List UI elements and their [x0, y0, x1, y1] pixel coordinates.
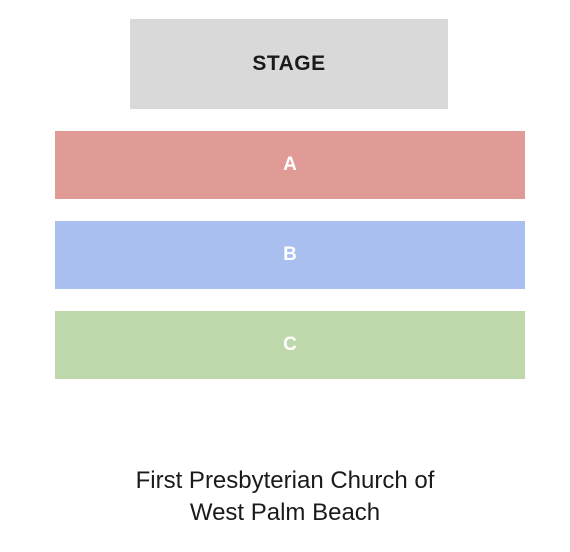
section-a[interactable]: A [55, 131, 525, 199]
section-a-label: A [283, 154, 297, 175]
stage-label: STAGE [252, 52, 326, 75]
venue-name-line-1: First Presbyterian Church of [135, 467, 435, 494]
venue-name-line-2: West Palm Beach [189, 499, 381, 526]
section-c[interactable]: C [55, 311, 525, 379]
venue-name: First Presbyterian Church of West Palm B… [0, 465, 570, 529]
section-b[interactable]: B [55, 221, 525, 289]
section-c-label: C [283, 334, 297, 355]
stage: STAGE [130, 19, 448, 109]
section-b-label: B [283, 244, 297, 265]
